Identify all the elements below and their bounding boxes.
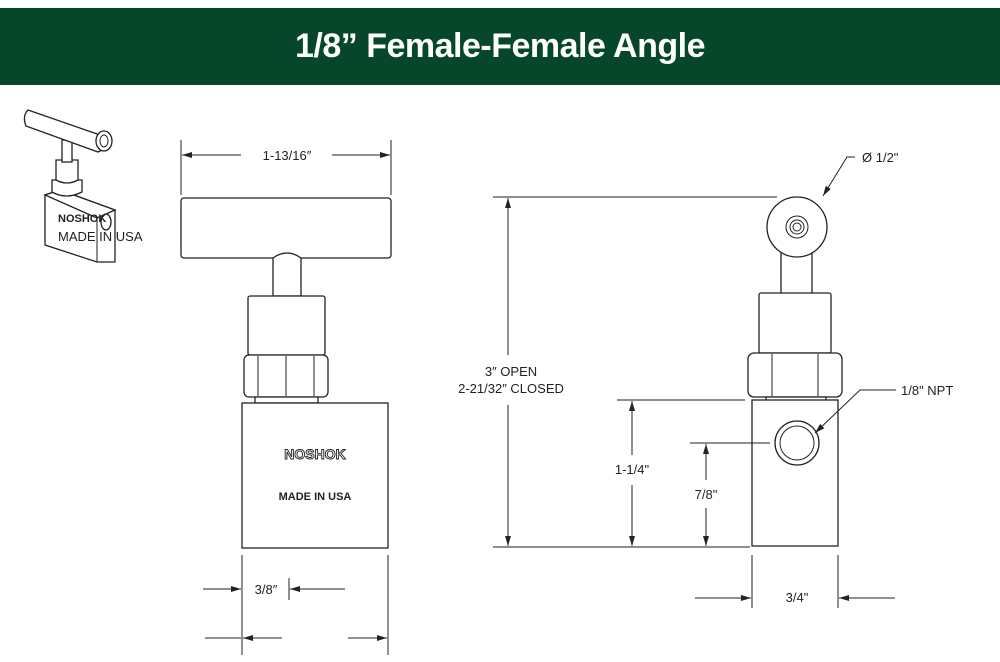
stem <box>272 252 302 297</box>
side-view: 3″ OPEN 2-21/32″ CLOSED 1-1/4" 7/8" 3/4"… <box>458 150 953 608</box>
dim-body-width: 3/4" <box>786 590 809 605</box>
isometric-valve-view: NOSHOK MADE IN USA <box>23 109 143 263</box>
noshok-logo: NOSHOK <box>284 446 345 462</box>
dim-stem-offset: 3/8″ <box>255 582 278 597</box>
page-title: 1/8” Female-Female Angle <box>294 27 706 65</box>
handle-end <box>766 196 828 258</box>
dim-handle-width: 1-13/16″ <box>263 148 312 163</box>
title-banner: 1/8” Female-Female Angle <box>0 8 1000 85</box>
npt-port <box>774 420 820 466</box>
dim-body-height: 1-1/4" <box>615 462 650 477</box>
dim-height-closed: 2-21/32″ CLOSED <box>458 381 564 396</box>
dim-height-open: 3″ OPEN <box>485 364 537 379</box>
dim-handle-diameter: Ø 1/2" <box>862 150 899 165</box>
body-marking: MADE IN USA <box>279 491 352 503</box>
dim-port-height: 7/8" <box>695 487 718 502</box>
bonnet <box>247 295 326 356</box>
front-view: NOSHOK MADE IN USA 1-13/16″ 3/8″ <box>180 140 392 655</box>
port-label: 1/8" NPT <box>901 383 953 398</box>
valve-body <box>241 402 389 549</box>
iso-body-marking: MADE IN USA <box>58 229 143 244</box>
iso-logo: NOSHOK <box>58 213 106 225</box>
handle-bar <box>180 197 392 259</box>
